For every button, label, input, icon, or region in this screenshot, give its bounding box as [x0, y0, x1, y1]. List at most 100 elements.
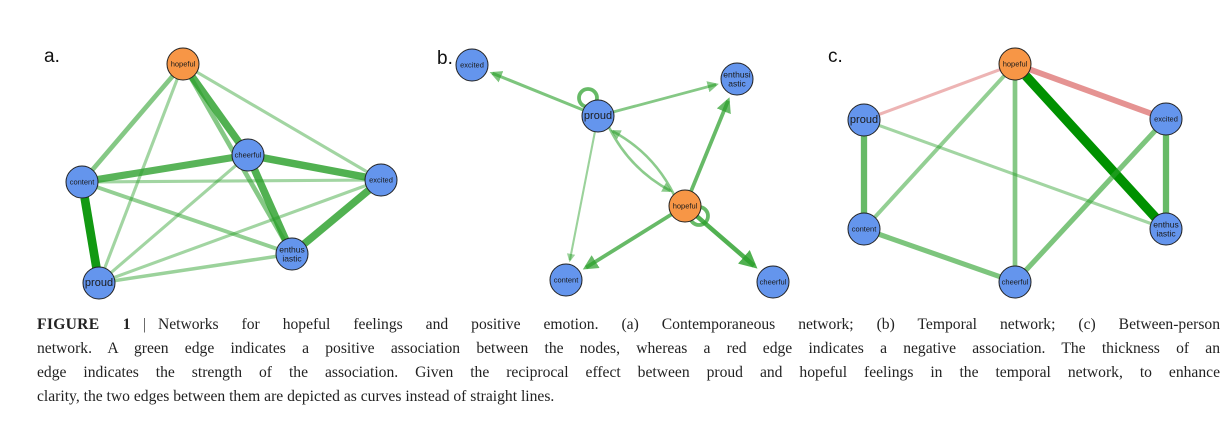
positive-edge-hopeful-content: [862, 74, 1006, 231]
node-circle: [581, 99, 615, 133]
node-content: content: [847, 212, 881, 246]
positive-edge-content-excited: [97, 178, 382, 184]
positive-edge-content-enthusiastic: [96, 185, 293, 256]
node-cheerful: cheerful: [231, 138, 265, 172]
positive-edge-hopeful-content: [582, 212, 673, 270]
node-circle: [65, 165, 99, 199]
node-circle: [549, 263, 583, 297]
caption-line-4: clarity, the two edges between them are …: [37, 388, 555, 405]
node-label: hopeful: [1003, 60, 1028, 69]
positive-edge-hopeful-excited: [196, 70, 382, 182]
positive-edge-hopeful-enthusiastic: [689, 97, 731, 192]
node-label: iastic: [1156, 229, 1176, 239]
caption-line-1: FIGURE 1 | Networks for hopeful feelings a…: [37, 313, 1220, 337]
node-label: cheerful: [1002, 278, 1029, 287]
node-circle: [455, 48, 489, 82]
positive-edge-cheerful-proud: [97, 164, 237, 285]
node-circle: [231, 138, 265, 172]
figure-caption: FIGURE 1 | Networks for hopeful feelings a…: [37, 313, 1220, 409]
caption-line-2: network. A green edge indicates a positi…: [37, 340, 1220, 357]
positive-edge-excited-proud: [98, 184, 367, 285]
panel-label: b.: [437, 48, 453, 69]
node-circle: [720, 62, 754, 96]
negative-edge-hopeful-excited: [1029, 66, 1168, 122]
node-label: excited: [1154, 115, 1178, 124]
node-label: content: [852, 225, 878, 234]
node-circle: [847, 212, 881, 246]
node-circle: [998, 265, 1032, 299]
node-circle: [275, 237, 309, 271]
edges: [489, 71, 758, 270]
negative-edge-hopeful-proud: [863, 68, 1001, 122]
node-label: enthusi: [723, 70, 751, 80]
node-label: iastic: [282, 254, 302, 264]
positive-edge-content-cheerful: [878, 231, 1016, 285]
positive-edge-proud-excited: [489, 71, 584, 112]
positive-edge-proud-enthusiastic: [613, 81, 719, 114]
node-circle: [1149, 212, 1183, 246]
caption-line-3: edge indicates the strength of the assoc…: [37, 364, 1220, 381]
panel-label: c.: [828, 46, 843, 67]
panel-label: a.: [44, 46, 60, 67]
node-circle: [82, 266, 116, 300]
node-circle: [364, 163, 398, 197]
figure-label: FIGURE 1: [37, 316, 131, 333]
node-label: content: [554, 276, 580, 285]
positive-edge-proud-enthusiastic: [878, 123, 1167, 231]
edges: [860, 66, 1170, 285]
panel-a: a. hopeful cheerful content excited enthusias…: [44, 46, 398, 300]
node-label: astic: [728, 79, 746, 89]
edges: [80, 70, 382, 285]
node-label: proud: [85, 277, 113, 289]
node-label: cheerful: [760, 278, 787, 287]
node-hopeful: hopeful: [166, 47, 200, 81]
node-label: hopeful: [673, 202, 698, 211]
nodes: hopeful cheerful content excited enthusiasti…: [65, 47, 398, 300]
node-excited: excited: [455, 48, 489, 82]
panel-c: c. hopeful proud excited content enthusiastic…: [828, 46, 1183, 299]
node-cheerful: cheerful: [756, 265, 790, 299]
positive-edge-proud-content: [566, 131, 596, 263]
node-label: excited: [369, 176, 393, 185]
node-circle: [1149, 102, 1183, 136]
node-hopeful: hopeful: [998, 47, 1032, 81]
node-label: enthus: [279, 245, 305, 255]
node-label: hopeful: [171, 60, 196, 69]
node-label: proud: [584, 110, 612, 122]
positive-edge-hopeful-cheerful: [695, 214, 758, 269]
node-circle: [756, 265, 790, 299]
node-cheerful: cheerful: [998, 265, 1032, 299]
positive-edge-hopeful-proud: [610, 129, 676, 196]
positive-edge-cheerful-excited: [263, 154, 382, 184]
node-label: proud: [850, 114, 878, 126]
caption-text: Networks for hopeful feelings and positi…: [157, 316, 1220, 333]
positive-edge-cheerful-content: [81, 154, 233, 186]
node-circle: [668, 189, 702, 223]
node-circle: [166, 47, 200, 81]
positive-edge-hopeful-enthusiastic: [1022, 72, 1170, 233]
node-content: content: [65, 165, 99, 199]
positive-edge-proud-hopeful: [607, 126, 673, 193]
caption-separator: |: [142, 316, 146, 333]
node-proud: proud: [581, 99, 615, 133]
node-excited: excited: [364, 163, 398, 197]
positive-edge-enthusiastic-proud: [98, 254, 277, 285]
positive-edge-excited-enthusiastic: [289, 187, 372, 257]
positive-edge-hopeful-content: [80, 74, 175, 184]
node-excited: excited: [1149, 102, 1183, 136]
node-proud: proud: [847, 103, 881, 137]
node-content: content: [549, 263, 583, 297]
node-label: excited: [460, 61, 484, 70]
node-proud: proud: [82, 266, 116, 300]
node-hopeful: hopeful: [668, 189, 702, 223]
node-label: cheerful: [235, 151, 262, 160]
node-circle: [847, 103, 881, 137]
node-label: enthus: [1153, 220, 1179, 230]
